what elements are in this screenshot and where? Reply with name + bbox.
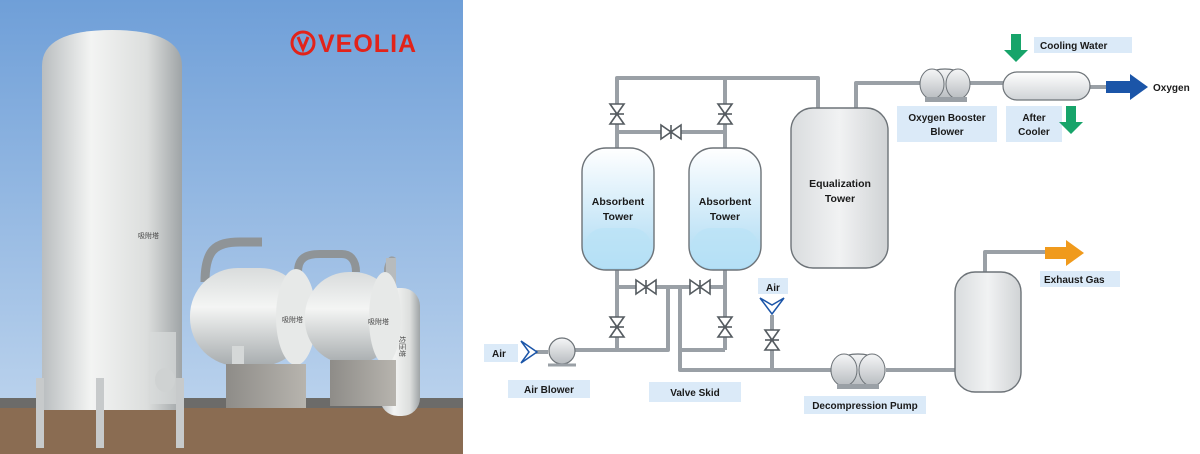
after-cooler-label-line1: After bbox=[1022, 113, 1045, 124]
valve bbox=[635, 278, 657, 296]
label-bg bbox=[1006, 106, 1062, 142]
tank-marking: 均压塔 bbox=[398, 336, 407, 357]
veolia-logo: VEOLIA bbox=[290, 30, 417, 58]
tank-marking: 吸附塔 bbox=[368, 317, 389, 326]
oxygen-outlet-arrow-icon bbox=[1106, 74, 1148, 100]
cooling-water-out-arrow-icon bbox=[1059, 106, 1083, 134]
label-bg bbox=[1034, 37, 1132, 53]
oxygen-booster-blower-icon bbox=[919, 68, 971, 102]
valves bbox=[608, 103, 781, 351]
equalization-tower-label-line1: Equalization bbox=[809, 178, 871, 190]
air-inlet-label: Air bbox=[492, 349, 506, 360]
overhead-pipe bbox=[200, 237, 262, 283]
exhaust-gas-label: Exhaust Gas bbox=[1044, 275, 1105, 286]
process-diagram: Absorbent Tower Absorbent Tower Equaliza… bbox=[463, 0, 1200, 454]
label-bg bbox=[484, 344, 518, 362]
label-bg bbox=[897, 106, 997, 142]
tank-marking: 吸附塔 bbox=[138, 231, 159, 240]
after-cooler-label-line2: Cooler bbox=[1018, 127, 1050, 138]
absorbent-tower-1-label-line2: Tower bbox=[603, 211, 633, 223]
cooling-water-in-arrow-icon bbox=[1004, 34, 1028, 62]
label-bg bbox=[804, 396, 926, 414]
cooling-water-label: Cooling Water bbox=[1040, 41, 1108, 52]
oxygen-booster-blower-label-line1: Oxygen Booster bbox=[908, 113, 985, 124]
large-vertical-tank: 吸附塔 bbox=[36, 30, 184, 448]
label-bg bbox=[508, 380, 590, 398]
exhaust-gas-arrow-icon bbox=[1045, 240, 1084, 266]
air-blower-label: Air Blower bbox=[524, 385, 574, 396]
horizontal-tank-1: 吸附塔 bbox=[190, 268, 316, 408]
oxygen-label: Oxygen bbox=[1153, 83, 1190, 94]
valve-skid-label: Valve Skid bbox=[670, 388, 719, 399]
valve bbox=[660, 123, 682, 141]
horizontal-tank-2: 吸附塔 bbox=[305, 272, 401, 406]
absorbent-tower-2-label-line2: Tower bbox=[710, 211, 740, 223]
ground bbox=[0, 405, 463, 454]
absorbent-tower-1: Absorbent Tower bbox=[581, 147, 655, 271]
equalization-tower-label-line2: Tower bbox=[825, 193, 855, 205]
label-bg bbox=[758, 278, 788, 294]
absorbent-tower-2: Absorbent Tower bbox=[688, 147, 762, 271]
air-inlet-2-icon bbox=[759, 297, 785, 316]
absorbent-tower-1-label-line1: Absorbent bbox=[592, 196, 645, 208]
exhaust-vessel bbox=[954, 271, 1022, 393]
veolia-logo-icon bbox=[290, 30, 316, 56]
valve bbox=[763, 329, 781, 351]
valve bbox=[716, 103, 734, 125]
plant-photo: 吸附塔 吸附塔 吸附塔 均压塔 VEOLIA bbox=[0, 0, 463, 454]
valve bbox=[689, 278, 711, 296]
valve bbox=[716, 316, 734, 338]
decompression-pump-label: Decompression Pump bbox=[812, 401, 918, 412]
oxygen-booster-blower-label-line2: Blower bbox=[930, 127, 963, 138]
veolia-logo-text: VEOLIA bbox=[318, 30, 417, 58]
valve bbox=[608, 103, 626, 125]
air-inlet-2-label: Air bbox=[766, 283, 780, 294]
tank-marking: 吸附塔 bbox=[282, 315, 303, 324]
absorbent-tower-2-label-line1: Absorbent bbox=[699, 196, 752, 208]
air-inlet-icon bbox=[520, 340, 539, 364]
valve bbox=[608, 316, 626, 338]
equalization-tower: Equalization Tower bbox=[790, 107, 889, 269]
decompression-pump-icon bbox=[830, 353, 886, 389]
label-bg bbox=[649, 382, 741, 402]
label-bg bbox=[1040, 271, 1120, 287]
air-blower-icon bbox=[548, 337, 576, 367]
after-cooler-icon bbox=[1002, 71, 1091, 101]
